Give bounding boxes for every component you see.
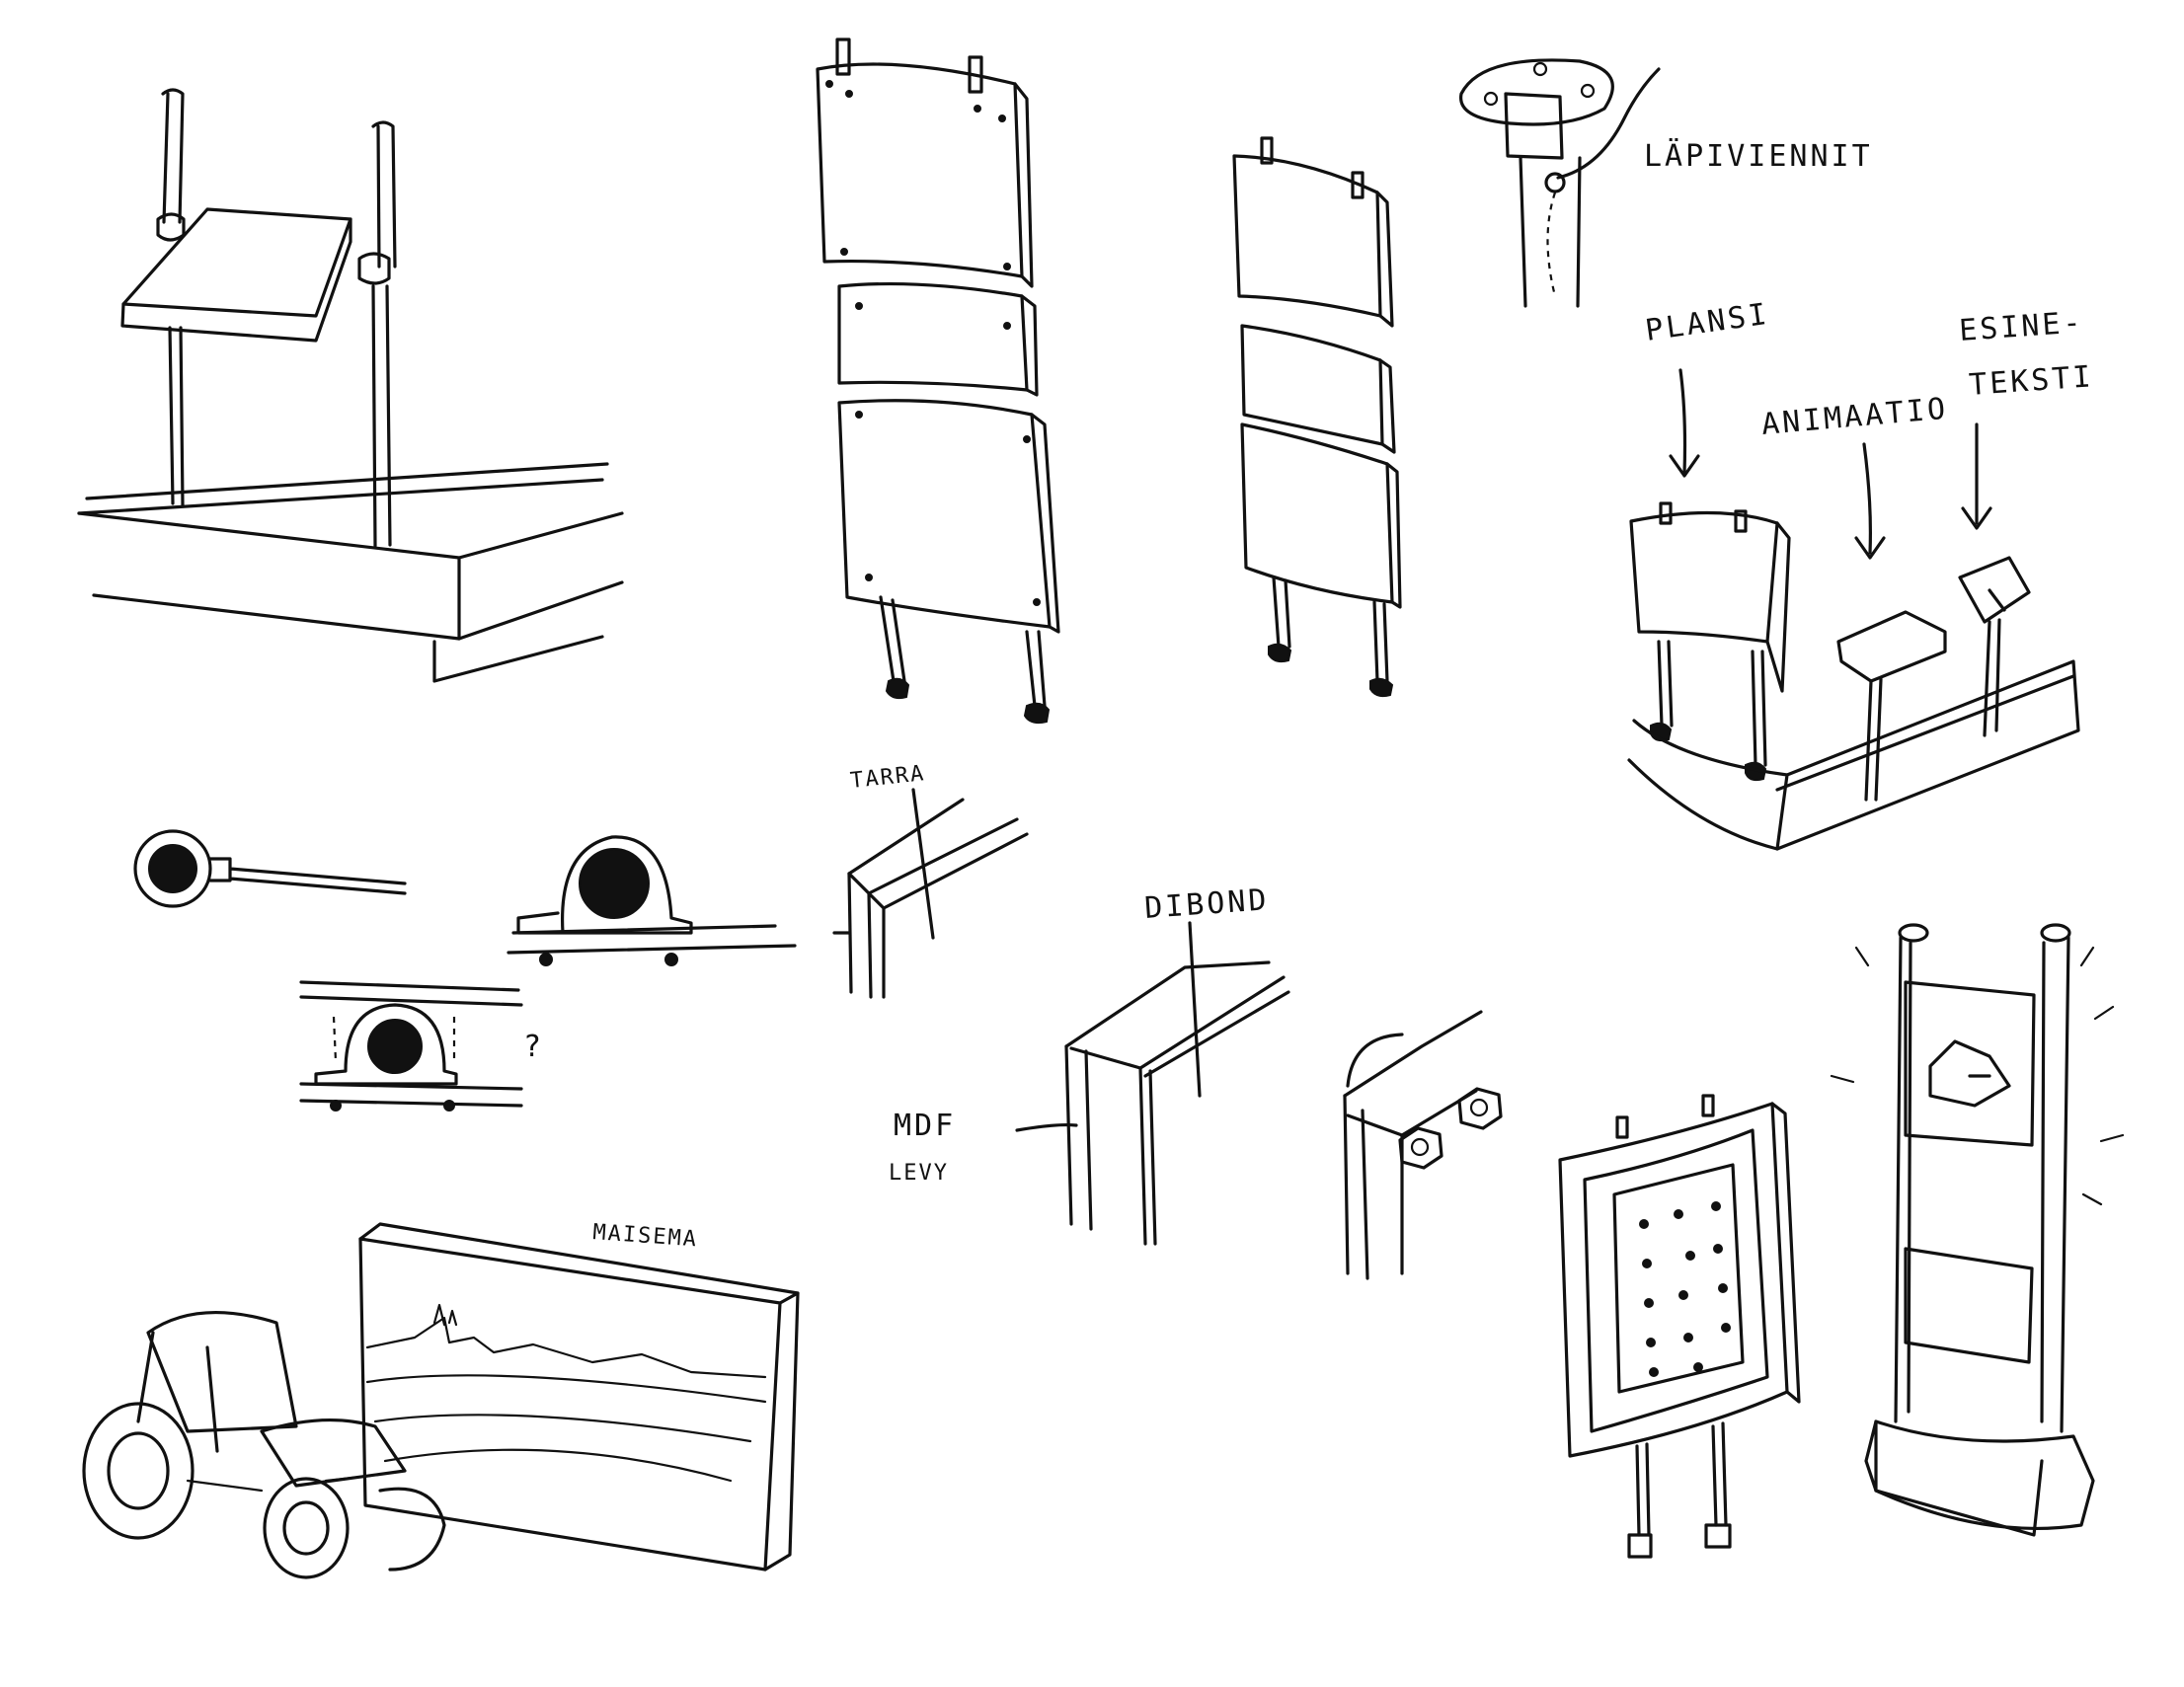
sketch-panel-on-posts	[77, 88, 624, 683]
label-dibond: DIBOND	[1143, 882, 1271, 926]
label-question-mark: ?	[523, 1030, 544, 1064]
sketch-flange-post: LÄPIVIENNIT	[1459, 58, 1873, 308]
label-mdf-2: LEVY	[889, 1161, 949, 1186]
sketch-tractor-landscape: MAISEMA	[82, 1220, 800, 1579]
label-mdf-1: MDF	[894, 1109, 956, 1143]
label-maisema: MAISEMA	[592, 1220, 699, 1252]
label-esine-teksti-2: TEKSTI	[1968, 359, 2095, 403]
label-lapiviennit: LÄPIVIENNIT	[1644, 138, 1873, 174]
sketch-exhibit-group: PLANSI ANIMAATIO ESINE- TEKSTI	[1627, 297, 2095, 851]
label-animaatio: ANIMAATIO	[1760, 392, 1950, 442]
sketch-grommet-details: ?	[133, 829, 797, 1112]
sketch-perforated-panel	[1558, 1094, 1801, 1559]
sketch-corner-tarra: TARRA	[832, 761, 1029, 999]
sketch-stacked-panels-side	[1232, 136, 1402, 698]
label-plansi: PLANSI	[1643, 297, 1771, 348]
sketch-stacked-panels-front	[816, 38, 1060, 725]
sketch-nuts-detail	[1343, 1010, 1503, 1280]
label-esine-teksti-1: ESINE-	[1958, 305, 2085, 348]
sketch-corner-dibond: DIBOND MDF LEVY	[889, 882, 1290, 1246]
label-tarra: TARRA	[849, 761, 926, 794]
sketch-tall-vitrine	[1830, 923, 2125, 1537]
